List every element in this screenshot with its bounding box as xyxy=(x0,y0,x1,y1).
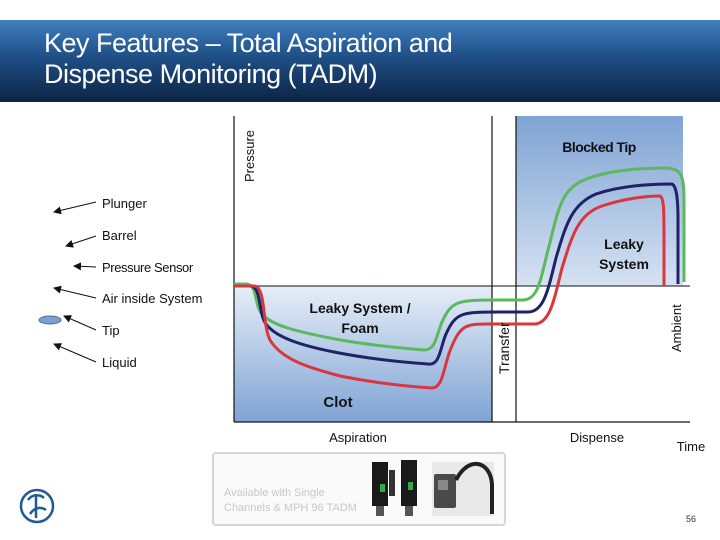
navy-curve xyxy=(234,182,680,366)
arrow-barrel xyxy=(65,235,97,248)
tadm-sensor-image xyxy=(432,461,494,516)
legend-item-plunger: Plunger xyxy=(102,196,147,211)
red-curve xyxy=(234,194,666,390)
arrow-plunger xyxy=(53,201,97,215)
blocked-tip-region xyxy=(516,116,683,286)
aspiration-label: Aspiration xyxy=(329,430,387,445)
x-axis-label: Time xyxy=(677,439,705,454)
dispense-label: Dispense xyxy=(570,430,624,445)
legend-item-pressure-sensor: Pressure Sensor xyxy=(102,260,193,275)
legend-item-barrel: Barrel xyxy=(102,228,137,243)
leaky-foam-label-line2: Foam xyxy=(341,320,378,336)
channel-module-image xyxy=(372,460,417,516)
y-axis-label: Pressure xyxy=(242,130,257,182)
arrow-pressure-sensor xyxy=(73,262,97,271)
slide-title-line1: Key Features – Total Aspiration and xyxy=(44,28,453,58)
leaky-foam-label-line1: Leaky System / xyxy=(309,300,410,316)
arrow-liquid xyxy=(53,343,97,363)
leaky-system-label-line1: Leaky xyxy=(604,236,644,252)
availability-line1: Available with Single xyxy=(224,487,325,499)
leaky-system-label-line2: System xyxy=(599,256,649,272)
arrow-tip xyxy=(63,315,97,331)
clot-label: Clot xyxy=(323,394,352,411)
green-curve xyxy=(234,166,686,352)
transfer-label: Transfer xyxy=(496,322,512,374)
tip-blob-icon xyxy=(38,315,62,325)
blocked-tip-label: Blocked Tip xyxy=(562,139,636,155)
availability-line2: Channels & MPH 96 TADM xyxy=(224,502,357,514)
ambient-label: Ambient xyxy=(669,304,684,352)
legend-item-air-inside-system: Air inside System xyxy=(102,291,203,306)
legend-item-liquid: Liquid xyxy=(102,355,137,370)
page-number: 56 xyxy=(686,514,697,524)
title-bar xyxy=(0,20,720,102)
slide-title: Key Features – Total Aspiration and Disp… xyxy=(44,28,684,90)
availability-note: Available with Single Channels & MPH 96 … xyxy=(224,486,364,516)
slide-title-line2: Dispense Monitoring (TADM) xyxy=(44,59,378,89)
legend-item-tip: Tip xyxy=(102,323,120,338)
arrow-air-inside-system xyxy=(53,285,97,299)
